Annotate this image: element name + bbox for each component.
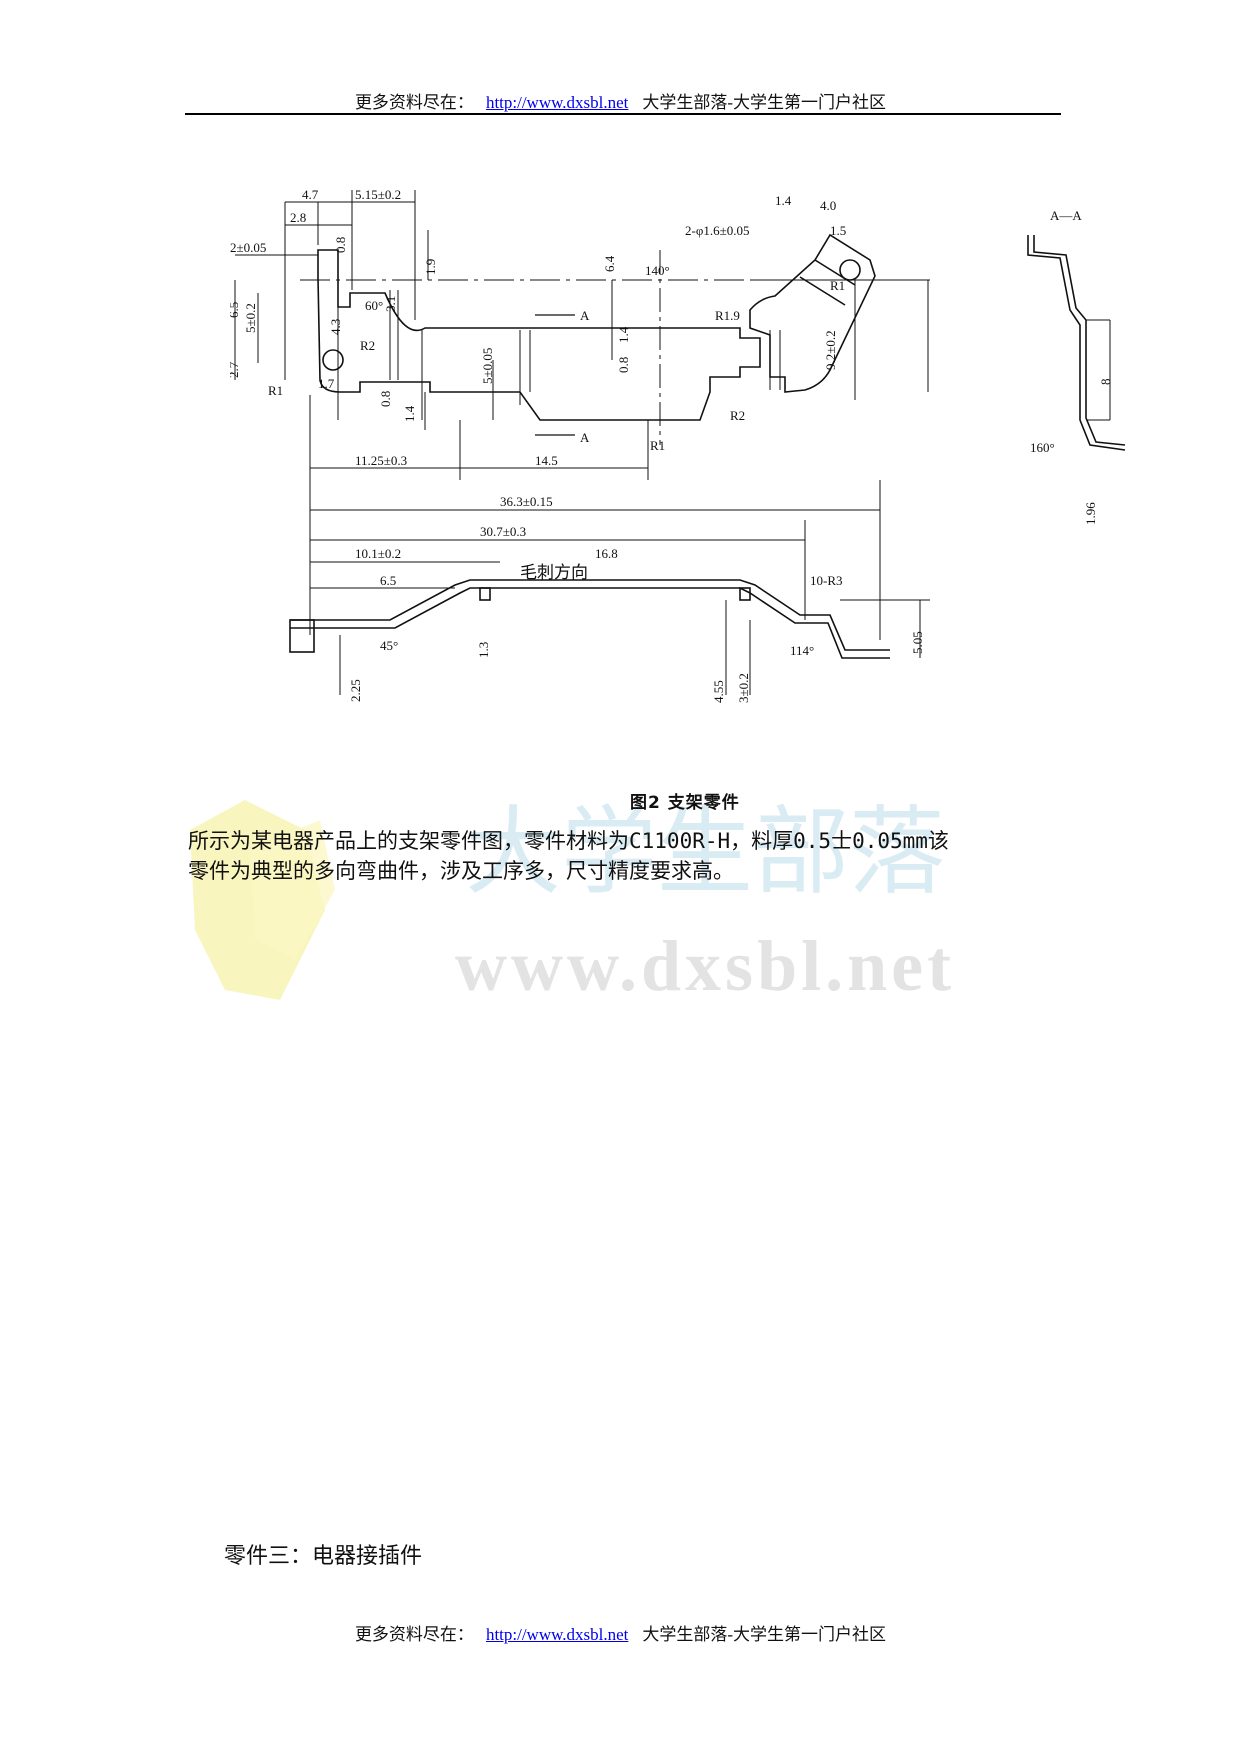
paragraph-line-1: 所示为某电器产品上的支架零件图，零件材料为C1100R-H，料厚0.5士0.05… <box>188 829 949 853</box>
page-footer: 更多资料尽在： http://www.dxsbl.net 大学生部落-大学生第一门户… <box>0 1620 1241 1645</box>
section-heading: 零件三：电器接插件 <box>224 1544 423 1569</box>
dimension-label-d17: 1.4 <box>402 405 417 422</box>
footer-prefix: 更多资料尽在： <box>354 1625 474 1644</box>
dimension-label-d10: 1.7 <box>318 376 335 391</box>
dimension-label-d35: 14.5 <box>535 453 558 468</box>
watermark-logo: 大学生部落 www.dxsbl.net <box>190 799 955 1006</box>
top-view <box>234 190 930 480</box>
top-view-dimensions: 4.7 5.15±0.2 2.8 2±0.05 6.5 5±0.2 2.7 R1… <box>230 187 846 468</box>
dimension-label-d48: 5.05 <box>910 631 925 654</box>
dimension-label-d6: 6.5 <box>230 302 241 318</box>
header-rule <box>185 113 1061 115</box>
body-paragraph: 所示为某电器产品上的支架零件图，零件材料为C1100R-H，料厚0.5士0.05… <box>188 826 1068 886</box>
paragraph-line-2: 零件为典型的多向弯曲件，涉及工序多，尺寸精度要求高。 <box>188 859 734 883</box>
dimension-label-d36: 36.3±0.15 <box>500 494 553 509</box>
dimension-label-d39: 16.8 <box>595 546 618 561</box>
dimension-label-d27: R1 <box>830 278 845 293</box>
dimension-label-d21: 0.8 <box>616 357 631 373</box>
dimension-label-d47: 3±0.2 <box>736 673 751 703</box>
section-a-a-dimensions: A—A 8 160° 1.96 <box>1030 208 1113 525</box>
dimension-label-d31: R1 <box>650 438 665 453</box>
footer-link[interactable]: http://www.dxsbl.net <box>485 1625 629 1644</box>
dimension-label-d24: 1.4 <box>775 193 792 208</box>
dimension-label-d29: 9.2±0.2 <box>823 330 838 370</box>
dimension-label-d18: 5±0.05 <box>480 348 495 384</box>
dimension-label-d11: 4.3 <box>328 319 343 335</box>
footer-suffix: 大学生部落-大学生第一门户社区 <box>642 1625 887 1644</box>
dimension-label-d13: 3.1 <box>383 296 398 312</box>
side-view-dimensions: 36.3±0.15 30.7±0.3 10.1±0.2 16.8 6.5 毛刺方… <box>348 494 925 703</box>
dimension-label-d16: 0.8 <box>378 391 393 407</box>
section-a-a-view <box>1027 235 1126 451</box>
dimension-label-d52: 1.96 <box>1083 502 1098 525</box>
watermark-url: www.dxsbl.net <box>455 926 955 1006</box>
dimension-label-d49: 114° <box>790 643 814 658</box>
side-view <box>289 480 930 695</box>
dimension-label-section_label: A—A <box>1050 208 1082 223</box>
dimension-label-d33: A <box>580 430 590 445</box>
header-link[interactable]: http://www.dxsbl.net <box>485 93 629 112</box>
dimension-label-d3: 2.8 <box>290 210 306 225</box>
dimension-label-d20: 1.4 <box>616 326 631 343</box>
dimension-label-d23: 2-φ1.6±0.05 <box>685 223 749 238</box>
dimension-label-d38: 10.1±0.2 <box>355 546 401 561</box>
dimension-label-d15: R2 <box>360 338 375 353</box>
dimension-label-d50: 8 <box>1098 379 1113 386</box>
dimension-label-d37: 30.7±0.3 <box>480 524 526 539</box>
dimension-label-d41: 毛刺方向 <box>520 563 588 582</box>
dimension-label-d19: 6.4 <box>602 255 617 272</box>
dimension-label-d45: 2.25 <box>348 679 363 702</box>
dimension-label-d4: 0.8 <box>333 237 348 253</box>
dimension-label-d32: A <box>580 308 590 323</box>
dimension-label-d7: 5±0.2 <box>243 303 258 333</box>
dimension-label-d2: 5.15±0.2 <box>355 187 401 202</box>
dimension-label-d30: R2 <box>730 408 745 423</box>
figure-caption: 图2 支架零件 <box>630 793 740 813</box>
header-suffix: 大学生部落-大学生第一门户社区 <box>642 93 887 112</box>
dimension-label-d34: 11.25±0.3 <box>355 453 407 468</box>
dimension-label-d44: 1.3 <box>476 642 491 658</box>
dimension-label-d8: 2.7 <box>230 361 241 378</box>
dimension-label-d46: 4.55 <box>711 680 726 703</box>
dimension-label-d12: 60° <box>365 298 383 313</box>
dimension-label-d28: R1.9 <box>715 308 740 323</box>
page-header: 更多资料尽在： http://www.dxsbl.net 大学生部落-大学生第一门户… <box>0 88 1241 113</box>
dimension-label-d26: 1.5 <box>830 223 846 238</box>
dimension-label-d14: 1.9 <box>423 259 438 275</box>
dimension-label-d51: 160° <box>1030 440 1055 455</box>
dimension-label-d9: R1 <box>268 383 283 398</box>
dimension-label-d1: 4.7 <box>302 187 319 202</box>
dimension-label-d43: 45° <box>380 638 398 653</box>
header-prefix: 更多资料尽在： <box>354 93 474 112</box>
dimension-label-d25: 4.0 <box>820 198 836 213</box>
dimension-label-d40: 6.5 <box>380 573 396 588</box>
dimension-label-d5: 2±0.05 <box>230 240 266 255</box>
dimension-label-d22: 140° <box>645 263 670 278</box>
bracket-part-drawing: 4.7 5.15±0.2 2.8 2±0.05 6.5 5±0.2 2.7 R1… <box>230 187 1126 703</box>
dimension-label-d42: 10-R3 <box>810 573 843 588</box>
